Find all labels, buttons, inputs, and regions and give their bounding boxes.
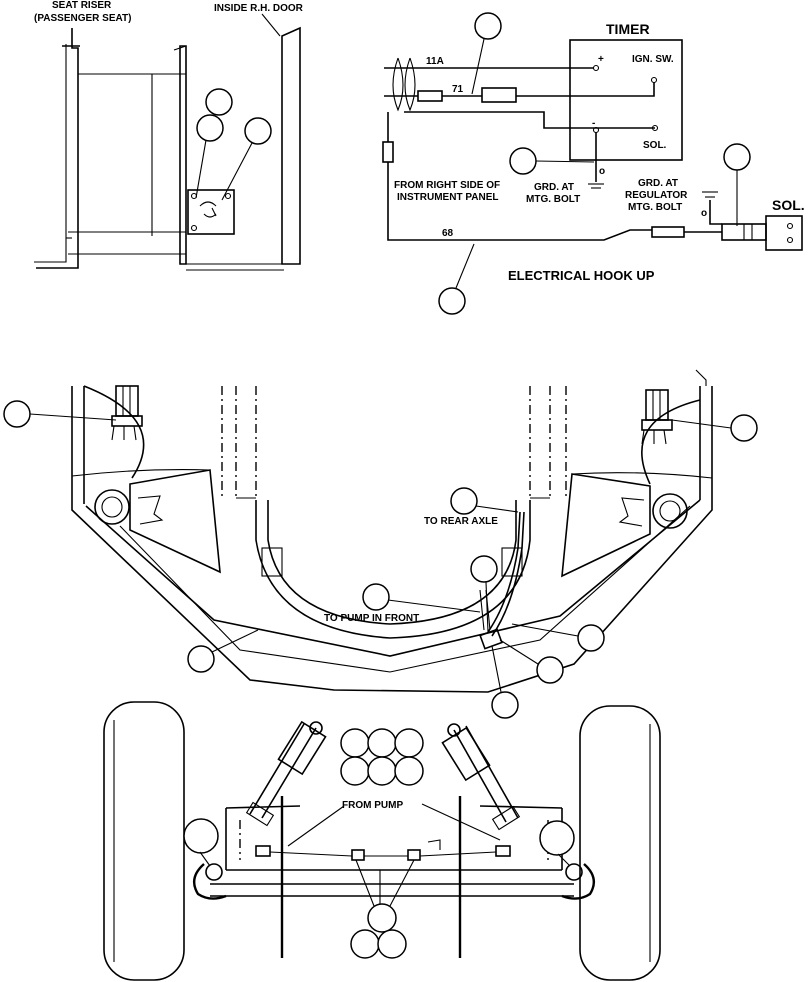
callout-bubble <box>367 903 397 933</box>
door-edge <box>281 26 301 265</box>
hose-rear-axle <box>487 511 521 633</box>
frame-view: TO REAR AXLE TO PUMP IN FRONT <box>3 369 758 719</box>
minus-terminal-label: - <box>592 118 595 129</box>
callout-bubble <box>350 929 380 959</box>
callout-bubble <box>367 728 397 758</box>
callout-bubble <box>340 756 370 786</box>
callout-bubble <box>470 555 498 583</box>
from-right-label-1: FROM RIGHT SIDE OF <box>394 180 500 191</box>
seat-riser-label: SEAT RISER <box>52 0 112 11</box>
right-tire <box>579 705 661 981</box>
left-bolt <box>94 489 130 525</box>
callout-bubble <box>362 583 390 611</box>
hose-pump-front <box>479 589 485 631</box>
callout-bubble <box>394 756 424 786</box>
solenoid-box <box>765 215 803 251</box>
callout-bubble <box>377 929 407 959</box>
tee-fitting <box>479 628 503 650</box>
timer-mounted-box <box>187 189 235 235</box>
grd-reg-label-3: MTG. BOLT <box>628 202 682 213</box>
callout-bubble <box>491 691 519 719</box>
connector <box>481 87 517 103</box>
inside-door-label: INSIDE R.H. DOOR <box>214 3 304 14</box>
callout-bubble <box>438 287 466 315</box>
frame-outline <box>71 386 713 693</box>
svg-text:o: o <box>701 208 707 219</box>
callout-bubble <box>394 728 424 758</box>
right-connector <box>641 389 673 445</box>
left-tire <box>103 701 185 981</box>
seat-riser-outer <box>36 28 79 269</box>
left-knuckle <box>192 863 227 900</box>
seat-riser-view: SEAT RISER (PASSENGER SEAT) INSIDE R.H. … <box>34 0 304 271</box>
callout-bubble <box>577 624 605 652</box>
wiring-schematic: TIMER + IGN. SW. - SOL. 11A 71 68 o o <box>382 12 805 315</box>
connector <box>382 141 394 163</box>
callout-bubble <box>196 114 224 142</box>
crossmember-outer <box>255 500 531 639</box>
callout-bubble <box>723 143 751 171</box>
callout-bubble <box>539 820 575 856</box>
timer-title: TIMER <box>606 21 650 37</box>
passenger-seat-label: (PASSENGER SEAT) <box>34 13 131 24</box>
front-axle-view: FROM PUMP <box>103 701 661 981</box>
callout-bubble <box>340 728 370 758</box>
svg-text:o: o <box>599 166 605 177</box>
wire-68 <box>387 112 652 241</box>
grd-mtg-label-2: MTG. BOLT <box>526 194 580 205</box>
connector <box>651 226 685 238</box>
right-cylinder <box>441 723 521 831</box>
callout-bubble <box>367 756 397 786</box>
wire-71-label: 71 <box>452 84 464 95</box>
callout-bubble <box>187 645 215 673</box>
callout-bubble <box>3 400 31 428</box>
left-bracket <box>129 469 221 574</box>
from-right-label-2: INSTRUMENT PANEL <box>397 192 498 203</box>
callout-bubble <box>474 12 502 40</box>
connector <box>417 90 443 102</box>
ign-sw-label: IGN. SW. <box>632 54 674 65</box>
wire-71 <box>384 82 655 97</box>
wire-sol <box>404 111 655 129</box>
sol-terminal-label: SOL. <box>643 140 667 151</box>
grd-mtg-label-1: GRD. AT <box>534 182 574 193</box>
left-cylinder <box>245 720 327 827</box>
right-bolt <box>652 493 688 529</box>
seat-riser-inner <box>34 44 67 263</box>
door-leader <box>261 13 281 37</box>
callout-bubble <box>509 147 537 175</box>
to-rear-axle-label: TO REAR AXLE <box>424 516 498 527</box>
grd-reg-label-1: GRD. AT <box>638 178 678 189</box>
callout-bubble <box>536 656 564 684</box>
timer-box <box>569 39 683 161</box>
hookup-title: ELECTRICAL HOOK UP <box>508 268 655 283</box>
sol-box-title: SOL. <box>772 197 805 213</box>
from-pump-label: FROM PUMP <box>342 800 403 811</box>
panel-edge <box>179 45 187 265</box>
callout-bubble <box>205 88 233 116</box>
plus-terminal-label: + <box>598 54 604 65</box>
right-knuckle <box>561 863 596 900</box>
callout-bubble <box>244 117 272 145</box>
callout-bubble <box>183 818 219 854</box>
right-bracket <box>561 473 651 578</box>
wire-68-label: 68 <box>442 228 454 239</box>
wire-11a-label: 11A <box>426 56 444 67</box>
to-pump-front-label: TO PUMP IN FRONT <box>324 613 419 624</box>
callout-bubble <box>730 414 758 442</box>
hydraulic-line <box>269 851 497 857</box>
callout-bubble <box>450 487 478 515</box>
left-connector <box>111 385 143 441</box>
grd-reg-label-2: REGULATOR <box>625 190 688 201</box>
